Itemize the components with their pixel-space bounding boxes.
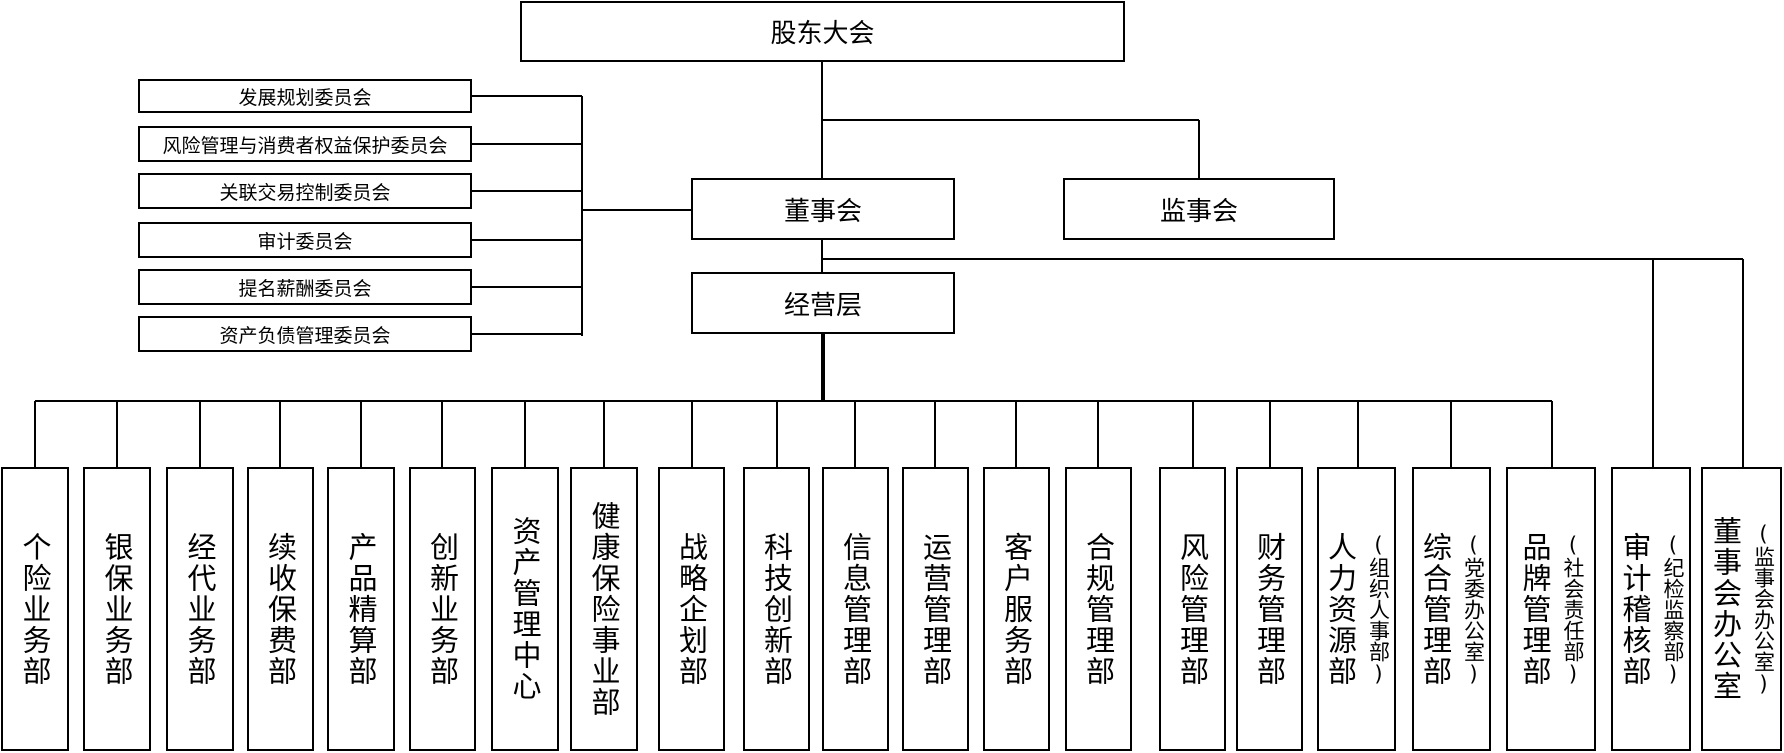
department-box: 品牌管理部 (社会责任部) (1506, 467, 1596, 751)
department-name: 综合管理部 (1418, 531, 1453, 687)
department-name: 风险管理部 (1175, 531, 1210, 687)
committee-box: 关联交易控制委员会 (138, 173, 472, 209)
department-box: 信息管理部 (822, 467, 889, 751)
department-box: 创新业务部 (409, 467, 476, 751)
connector-lines (34, 62, 1744, 468)
shareholders-meeting-box: 股东大会 (520, 1, 1125, 62)
department-subname: (监事会办公室) (1751, 522, 1776, 696)
department-name: 战略企划部 (674, 531, 709, 687)
department-name: 科技创新部 (759, 531, 794, 687)
department-name: 运营管理部 (918, 531, 953, 687)
department-name: 审计稽核部 (1618, 531, 1652, 687)
department-name: 健康保险事业部 (587, 500, 621, 718)
department-box: 董事会办公室 (监事会办公室) (1701, 467, 1782, 751)
department-name: 产品精算部 (344, 531, 378, 687)
department-name: 个险业务部 (18, 531, 52, 687)
department-box: 个险业务部 (1, 467, 69, 751)
department-name: 银保业务部 (100, 531, 134, 687)
department-box: 财务管理部 (1236, 467, 1303, 751)
department-subname: (纪检监察部) (1661, 532, 1685, 686)
department-name: 合规管理部 (1081, 531, 1116, 687)
department-name: 经代业务部 (183, 531, 217, 687)
department-box: 经代业务部 (166, 467, 234, 751)
department-box: 资产管理中心 (491, 467, 559, 751)
board-of-directors-label: 董事会 (783, 196, 862, 227)
department-box: 人力资源部 (组织人事部) (1317, 467, 1396, 751)
department-subname: (社会责任部) (1561, 532, 1585, 686)
management-box: 经营层 (691, 272, 955, 334)
committee-box: 风险管理与消费者权益保护委员会 (138, 126, 472, 162)
management-label: 经营层 (783, 290, 862, 321)
committee-label: 审计委员会 (257, 230, 353, 253)
department-name: 客户服务部 (999, 531, 1034, 687)
department-box: 运营管理部 (902, 467, 969, 751)
committee-label: 风险管理与消费者权益保护委员会 (162, 134, 448, 157)
department-box: 审计稽核部 (纪检监察部) (1611, 467, 1691, 751)
department-box: 综合管理部 (党委办公室) (1412, 467, 1491, 751)
department-name: 品牌管理部 (1518, 531, 1552, 687)
department-name: 信息管理部 (838, 531, 873, 687)
department-box: 客户服务部 (983, 467, 1050, 751)
committee-label: 提名薪酬委员会 (238, 277, 372, 300)
department-box: 战略企划部 (658, 467, 725, 751)
committee-label: 发展规划委员会 (238, 86, 372, 109)
department-box: 合规管理部 (1065, 467, 1132, 751)
department-box: 科技创新部 (743, 467, 810, 751)
department-name: 人力资源部 (1323, 531, 1358, 687)
department-name: 创新业务部 (425, 531, 460, 687)
department-name: 资产管理中心 (508, 516, 542, 702)
department-name: 财务管理部 (1252, 531, 1287, 687)
committee-label: 资产负债管理委员会 (219, 324, 391, 347)
department-subname: (组织人事部) (1366, 532, 1391, 686)
committee-box: 提名薪酬委员会 (138, 269, 472, 305)
department-name: 续收保费部 (263, 531, 298, 687)
board-of-directors-box: 董事会 (691, 178, 955, 240)
department-subname: (党委办公室) (1461, 532, 1486, 686)
committee-box: 发展规划委员会 (138, 79, 472, 113)
committee-label: 关联交易控制委员会 (219, 181, 391, 204)
department-box: 风险管理部 (1159, 467, 1226, 751)
committee-box: 资产负债管理委员会 (138, 316, 472, 352)
department-name: 董事会办公室 (1708, 516, 1743, 702)
department-box: 银保业务部 (83, 467, 151, 751)
committee-box: 审计委员会 (138, 222, 472, 258)
shareholders-meeting-label: 股东大会 (770, 19, 875, 49)
department-box: 健康保险事业部 (570, 467, 638, 751)
board-of-supervisors-box: 监事会 (1063, 178, 1335, 240)
board-of-supervisors-label: 监事会 (1159, 196, 1238, 227)
department-box: 续收保费部 (247, 467, 314, 751)
department-box: 产品精算部 (327, 467, 395, 751)
